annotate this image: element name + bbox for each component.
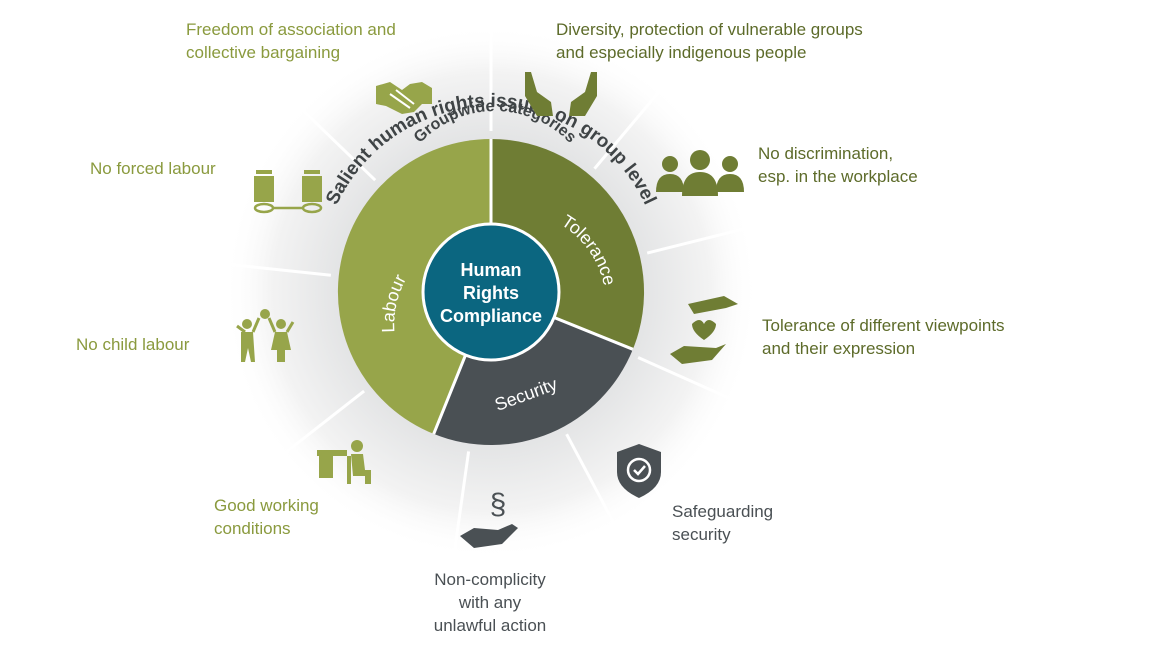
- issue-label-line: security: [672, 525, 731, 544]
- issue-label-diversity: Diversity, protection of vulnerable grou…: [556, 18, 863, 64]
- labour-sector: [337, 138, 491, 434]
- issue-label-complicity: Non-complicity with any unlawful action: [410, 568, 570, 637]
- center-circle: [421, 222, 561, 362]
- segment-divider: [565, 433, 616, 525]
- issue-label-line: Good working: [214, 496, 319, 515]
- segment-divider: [301, 108, 377, 182]
- center-line-3: Compliance: [440, 306, 542, 326]
- segment-divider: [453, 451, 471, 552]
- issue-label-line: Diversity, protection of vulnerable grou…: [556, 20, 863, 39]
- handshake-icon: [376, 82, 432, 114]
- heart-hands-icon: [670, 296, 738, 364]
- issue-label-line: collective bargaining: [186, 43, 341, 62]
- issue-label-line: Safeguarding: [672, 502, 774, 521]
- issue-label-line: and especially indigenous people: [556, 43, 807, 62]
- segment-dividers: [230, 30, 746, 552]
- issue-label-line: unlawful action: [433, 616, 547, 635]
- issue-label-viewpoints: Tolerance of different viewpoints and th…: [762, 314, 1005, 360]
- segment-divider: [283, 389, 366, 455]
- issue-label-line: conditions: [214, 519, 291, 538]
- center-line-2: Rights: [463, 283, 519, 303]
- chained-fists-icon: [253, 170, 323, 214]
- segment-divider: [593, 90, 661, 170]
- children-icon: [236, 309, 295, 362]
- issue-label-line: No child labour: [76, 335, 190, 354]
- issue-label-association: Freedom of association and collective ba…: [186, 18, 396, 64]
- issue-label-line: Tolerance of different viewpoints: [762, 316, 1005, 335]
- issue-label-line: No discrimination,: [758, 144, 894, 163]
- center-line-1: Human: [460, 260, 521, 280]
- svg-text:§: §: [490, 488, 507, 521]
- people-group-icon: [656, 150, 744, 196]
- open-hands-icon: [525, 72, 597, 116]
- issue-label-line: Freedom of association and: [186, 20, 396, 39]
- issue-label-line: and their expression: [762, 339, 916, 358]
- segment-divider: [230, 263, 332, 277]
- desk-worker-icon: [317, 440, 371, 484]
- issue-label-line: No forced labour: [90, 159, 216, 178]
- issue-label-forced-labour: No forced labour: [90, 157, 216, 180]
- segment-divider: [646, 227, 746, 255]
- issue-label-line: Non-complicity: [434, 570, 546, 589]
- segment-divider: [637, 356, 731, 400]
- issue-label-line: esp. in the workplace: [758, 167, 918, 186]
- issue-icons: §: [236, 72, 744, 548]
- issue-label-line: with any: [458, 593, 522, 612]
- issue-label-security: Safeguarding security: [672, 500, 773, 546]
- shield-check-icon: [617, 444, 661, 498]
- issue-label-child-labour: No child labour: [76, 333, 189, 356]
- paragraph-hand-icon: §: [460, 488, 518, 548]
- issue-label-discrimination: No discrimination, esp. in the workplace: [758, 142, 918, 188]
- issue-label-working-conditions: Good working conditions: [214, 494, 319, 540]
